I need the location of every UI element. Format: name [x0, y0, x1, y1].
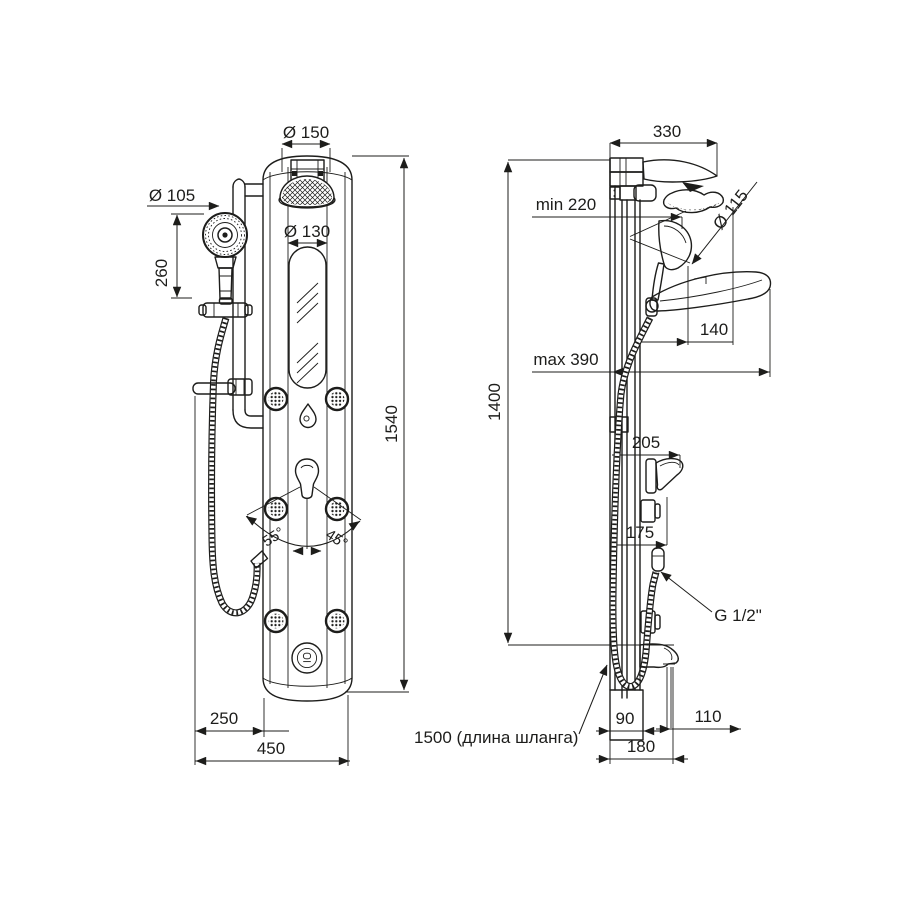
dim-label-offset-bottom: 250	[210, 709, 238, 728]
lever-handle	[294, 458, 320, 500]
massage-jet-icon	[263, 386, 289, 412]
overhead-arm	[642, 159, 718, 192]
dim-label-panel-height: 1540	[382, 405, 401, 443]
arm-elbow-block	[609, 184, 657, 202]
dim-base-depth: 90	[596, 709, 660, 736]
dim-offset-bottom: 250	[194, 396, 349, 766]
massage-jet-icon	[263, 496, 289, 522]
dim-panel-head-diameter: Ø 130	[284, 222, 330, 248]
dim-label-mount-height: 1400	[485, 383, 504, 421]
panel-body	[262, 155, 353, 702]
g-half-connector: G 1/2"	[651, 547, 762, 625]
base-block	[609, 689, 644, 741]
dim-hand-shower-height: 260	[152, 213, 204, 299]
dim-label-hand-shower-projection: 140	[700, 320, 728, 339]
massage-jet-icon	[263, 608, 289, 634]
dim-label-hand-shower-diameter: Ø 105	[149, 186, 195, 205]
dim-label-arm-projection: 330	[653, 122, 681, 141]
dim-hand-shower-projection: 140	[640, 207, 734, 347]
dim-label-max-projection: max 390	[533, 350, 598, 369]
dim-valve-projection: 175	[612, 497, 668, 550]
mirror	[288, 246, 327, 389]
rail-bracket	[198, 297, 253, 318]
side-view: 330 min 220 Ø 115 14	[414, 122, 772, 764]
jet-profile	[640, 499, 661, 523]
dim-spout-offset: 110	[656, 707, 741, 734]
dim-arm-projection: 330	[609, 122, 718, 176]
tub-spout	[639, 643, 679, 728]
dim-label-connection-thread: G 1/2"	[714, 606, 762, 625]
shower-hose-side	[609, 316, 660, 690]
dim-max-projection: max 390	[532, 289, 771, 377]
dim-label-base-depth: 90	[616, 709, 635, 728]
dim-lever-projection: 205	[612, 433, 681, 468]
dim-panel-height: 1540	[345, 155, 409, 693]
front-view: Ø 150 Ø 130	[147, 123, 409, 766]
hose-connector	[250, 550, 269, 569]
dim-label-panel-head-diameter: Ø 130	[284, 222, 330, 241]
brand-badge-icon	[291, 642, 323, 674]
dim-label-hand-shower-height: 260	[152, 259, 171, 287]
dim-total-width: 450	[195, 739, 350, 766]
massage-jets	[263, 386, 350, 634]
massage-jet-icon	[324, 496, 350, 522]
dim-label-spout-offset: 110	[694, 707, 721, 726]
massage-jet-icon	[324, 608, 350, 634]
hose-length-note: 1500 (длина шланга)	[414, 664, 608, 747]
soap-dish	[192, 378, 253, 396]
shower-hose	[208, 317, 269, 617]
mixer-lever-side	[645, 457, 684, 494]
hand-shower	[198, 212, 253, 318]
dim-spout-projection: 180	[596, 667, 688, 764]
dim-label-total-width: 450	[257, 739, 285, 758]
water-stream	[666, 667, 672, 728]
dim-head-diameter: Ø 150	[281, 123, 331, 172]
dim-min-projection: min 220	[532, 195, 683, 229]
overhead-shower-head-side	[662, 189, 725, 214]
dim-label-min-projection: min 220	[536, 195, 596, 214]
shelf-side	[649, 271, 772, 312]
rain-shower-head	[278, 159, 336, 209]
dim-mount-height: 1400	[485, 159, 674, 646]
dim-label-lever-projection: 205	[632, 433, 660, 452]
massage-jet-icon	[324, 386, 350, 412]
dim-label-spout-projection: 180	[627, 737, 655, 756]
water-drop-icon	[299, 403, 317, 429]
dim-label-valve-projection: 175	[626, 523, 654, 542]
dim-hand-shower-diameter: Ø 105	[147, 186, 220, 211]
dim-label-hose-length: 1500 (длина шланга)	[414, 728, 578, 747]
dim-label-head-diameter: Ø 150	[283, 123, 329, 142]
